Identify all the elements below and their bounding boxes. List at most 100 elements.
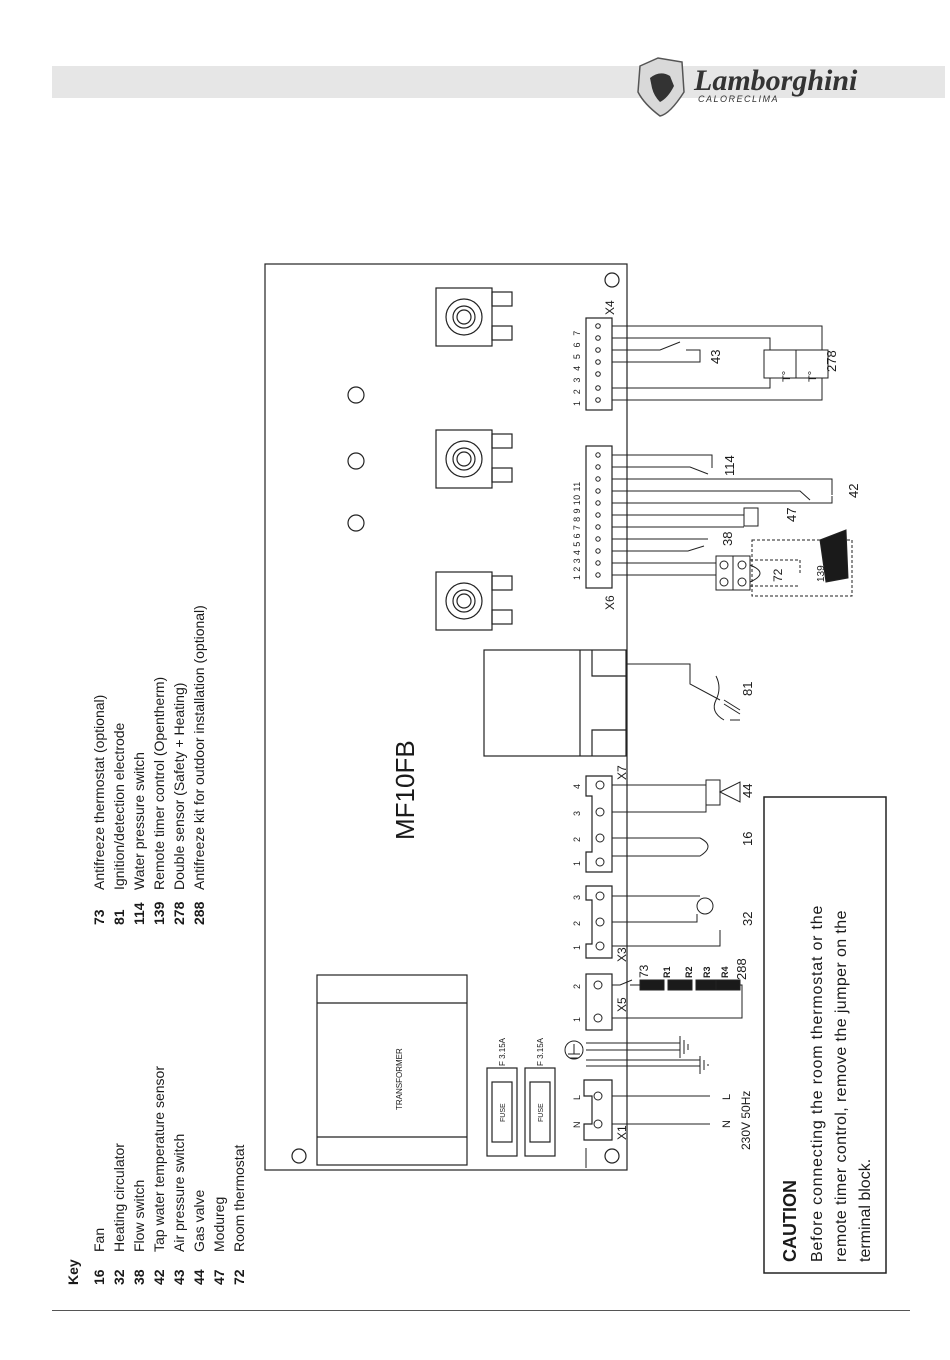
pin-number: 1 bbox=[572, 945, 582, 950]
key-item-text: Air pressure switch bbox=[171, 1134, 187, 1252]
key-item-text: Fan bbox=[91, 1228, 107, 1252]
key-item-text: Room thermostat bbox=[231, 1145, 247, 1252]
bull-icon bbox=[650, 73, 674, 102]
mount-hole bbox=[604, 1148, 620, 1164]
footer-rule bbox=[52, 1310, 910, 1311]
fuse-rating: F 3.15A bbox=[498, 1037, 507, 1066]
mount-hole bbox=[291, 1148, 307, 1164]
key-item-text: Antifreeze kit for outdoor installation … bbox=[191, 605, 207, 890]
neutral-label: N bbox=[721, 1120, 733, 1128]
key-item-text: Flow switch bbox=[131, 1180, 147, 1252]
pin-number: 3 bbox=[572, 811, 582, 816]
resistor-r3: R3 bbox=[702, 966, 712, 978]
pin-number: 1 bbox=[572, 861, 582, 866]
key-item-number: 139 bbox=[151, 901, 167, 925]
connector-label-x5: X5 bbox=[615, 997, 629, 1012]
fuse bbox=[486, 1067, 518, 1157]
key-item-text: Tap water temperature sensor bbox=[151, 1066, 167, 1252]
ground-icon bbox=[564, 1040, 584, 1060]
circulator-32 bbox=[696, 897, 714, 915]
key-item-text: Remote timer control (Opentherm) bbox=[151, 677, 167, 890]
component-73: 73 bbox=[637, 964, 651, 978]
connector-x5 bbox=[585, 973, 613, 1031]
header-bar bbox=[52, 66, 945, 98]
key-item-number: 278 bbox=[171, 901, 187, 925]
key-item-number: 43 bbox=[171, 1269, 187, 1285]
x4-pin-numbers: 1 2 3 4 5 6 7 bbox=[572, 329, 582, 406]
mount-hole bbox=[604, 272, 620, 288]
resistor-r4: R4 bbox=[720, 966, 730, 978]
key-item-number: 16 bbox=[91, 1269, 107, 1285]
connector-x3 bbox=[585, 885, 613, 959]
key-legend: Key 16 Fan 32 Heating circulator 38 Flow swit… bbox=[65, 605, 247, 1285]
pin-number: 1 bbox=[572, 1017, 582, 1022]
fuse-label: FUSE bbox=[538, 1103, 545, 1122]
key-item-number: 114 bbox=[131, 902, 147, 925]
component-114: 114 bbox=[722, 455, 737, 476]
key-item-number: 72 bbox=[231, 1269, 247, 1285]
component-81: 81 bbox=[740, 682, 755, 696]
potentiometer bbox=[435, 287, 513, 347]
key-item-number: 32 bbox=[111, 1269, 127, 1285]
component-38: 38 bbox=[720, 532, 735, 546]
caution-title: CAUTION bbox=[780, 1180, 800, 1262]
key-item-number: 44 bbox=[191, 1269, 207, 1285]
pin-letter: N bbox=[572, 1122, 582, 1129]
potentiometer bbox=[435, 429, 513, 489]
component-47: 47 bbox=[784, 508, 799, 522]
key-item-text: Antifreeze thermostat (optional) bbox=[91, 695, 107, 890]
component-16: 16 bbox=[740, 832, 755, 846]
key-item-number: 81 bbox=[111, 909, 127, 925]
component-42: 42 bbox=[846, 484, 861, 498]
pin-number: 2 bbox=[572, 921, 582, 926]
control-board bbox=[264, 263, 628, 1171]
connector-label-x3: X3 bbox=[615, 947, 629, 962]
key-item-number: 288 bbox=[191, 901, 207, 925]
key-item-number: 42 bbox=[151, 1269, 167, 1285]
brand-sub: CALORECLIMA bbox=[698, 94, 779, 104]
key-item-number: 73 bbox=[91, 909, 107, 925]
x6-pin-numbers: 1 2 3 4 5 6 7 8 9 10 11 bbox=[572, 481, 582, 580]
fuse-rating: F 3.15A bbox=[536, 1037, 545, 1066]
component-288: 288 bbox=[734, 958, 749, 980]
caution-box: CAUTION Before connecting the room therm… bbox=[763, 796, 887, 1274]
pin-letter: L bbox=[572, 1095, 582, 1100]
pin-number: 2 bbox=[572, 837, 582, 842]
key-item-number: 38 bbox=[131, 1269, 147, 1285]
brand-name: Lamborghini bbox=[693, 64, 858, 97]
caution-line-3: terminal block. bbox=[857, 1159, 874, 1262]
connector-x7 bbox=[585, 775, 613, 873]
caution-line-1: Before connecting the room thermostat or… bbox=[809, 905, 826, 1262]
key-item-text: Heating circulator bbox=[111, 1143, 127, 1252]
key-title: Key bbox=[65, 1259, 81, 1285]
led-indicator bbox=[347, 452, 365, 470]
connector-label-x7: X7 bbox=[615, 765, 629, 780]
supply-label: 230V 50Hz bbox=[739, 1091, 753, 1150]
connector-x1 bbox=[583, 1079, 613, 1141]
key-item-number: 47 bbox=[211, 1269, 227, 1285]
key-item-text: Ignition/detection electrode bbox=[111, 722, 127, 890]
component-44: 44 bbox=[740, 784, 755, 798]
component-278: 278 bbox=[824, 350, 839, 372]
relay-block bbox=[483, 649, 627, 757]
key-item-text: Gas valve bbox=[191, 1190, 207, 1252]
resistor-r1: R1 bbox=[662, 966, 672, 978]
thermo-label: T° bbox=[807, 371, 819, 382]
connector-x6 bbox=[585, 445, 613, 589]
connector-label-x4: X4 bbox=[603, 300, 617, 315]
live-label: L bbox=[721, 1094, 733, 1100]
brand-logo: Lamborghini CALORECLIMA bbox=[637, 57, 858, 117]
remote-timer-icon bbox=[819, 529, 849, 583]
board-model: MF10FB bbox=[390, 740, 420, 840]
transformer-label: TRANSFORMER bbox=[395, 1048, 404, 1110]
connector-label-x1: X1 bbox=[615, 1125, 629, 1140]
gas-valve-44 bbox=[705, 779, 721, 806]
led-indicator bbox=[347, 514, 365, 532]
component-32: 32 bbox=[740, 912, 755, 926]
modureg-47 bbox=[743, 507, 759, 527]
component-43: 43 bbox=[708, 350, 723, 364]
connector-label-x6: X6 bbox=[603, 595, 617, 610]
pin-number: 4 bbox=[572, 784, 582, 789]
fuse bbox=[524, 1067, 556, 1157]
